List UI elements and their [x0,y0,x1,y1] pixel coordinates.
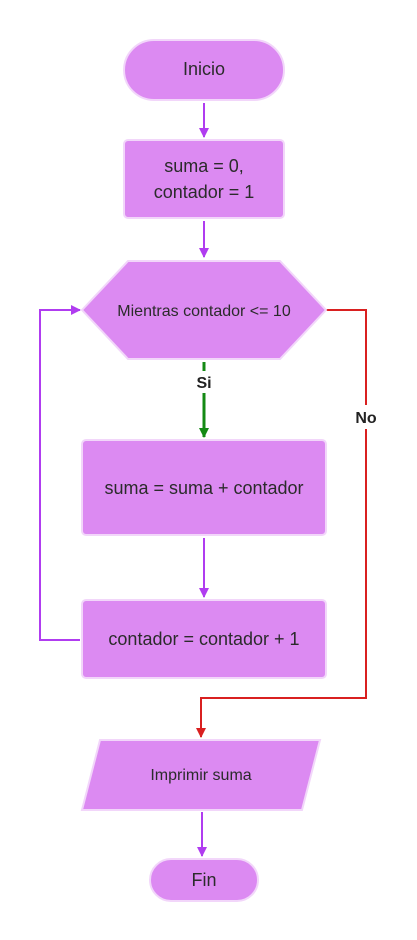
add-label: suma = suma + contador [104,478,303,498]
output-label: Imprimir suma [150,767,251,784]
loop-condition-hexagon[interactable]: Mientras contador <= 10 [80,260,328,360]
init-process[interactable]: suma = 0, contador = 1 [123,139,285,219]
yes-label-bg [192,371,216,393]
init-label-line1: suma = 0, [164,156,244,176]
end-terminator[interactable]: Fin [149,858,259,902]
no-label-bg [350,405,382,429]
add-process[interactable]: suma = suma + contador [81,439,327,536]
init-label-line2: contador = 1 [154,182,255,202]
end-label: Fin [191,870,216,890]
start-terminator[interactable]: Inicio [123,39,285,101]
output-parallelogram[interactable]: Imprimir suma [80,739,322,811]
no-edge-label: No [355,410,377,427]
start-label: Inicio [183,59,225,79]
loop-condition-label: Mientras contador <= 10 [117,303,291,320]
edge-loop-no-to-output [196,309,367,738]
yes-edge-label: Si [196,375,211,392]
increment-label: contador = contador + 1 [108,629,299,649]
edge-increment-loop-back [39,305,81,641]
increment-process[interactable]: contador = contador + 1 [81,599,327,679]
